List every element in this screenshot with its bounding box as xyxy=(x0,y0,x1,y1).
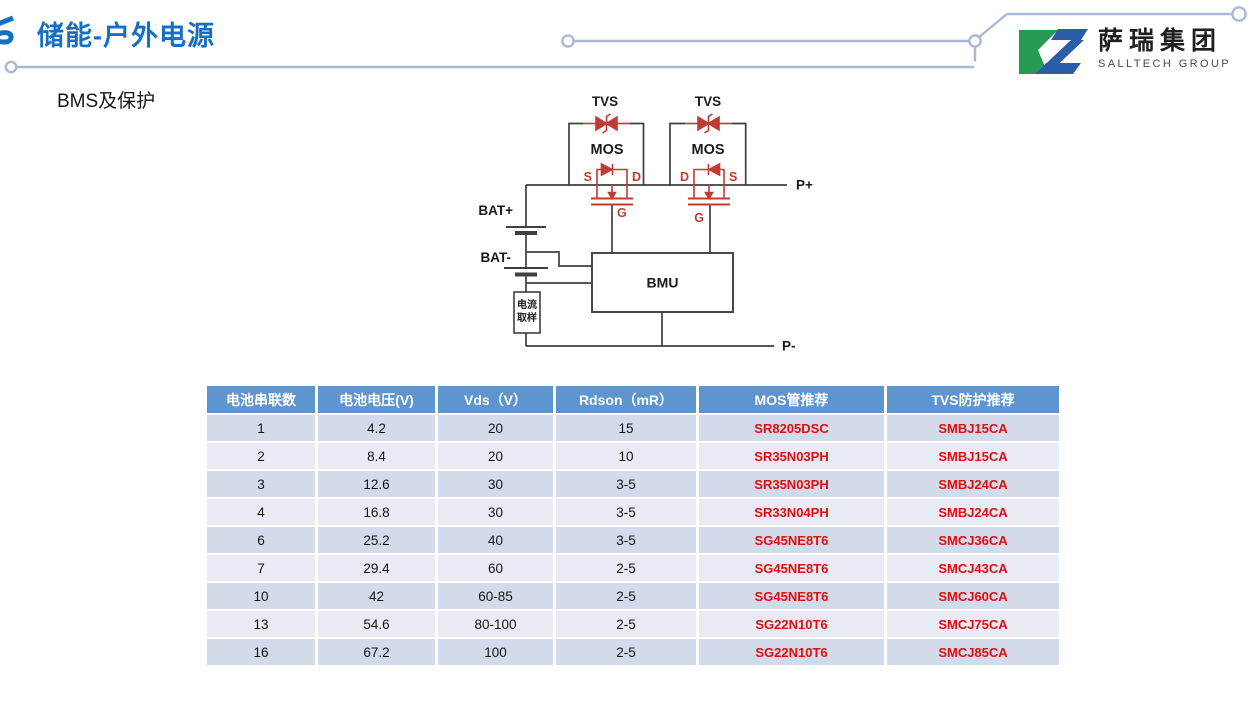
table-cell: SG45NE8T6 xyxy=(699,527,884,553)
mos-label-left: MOS xyxy=(590,142,623,158)
table-cell: 40 xyxy=(438,527,553,553)
mos-label-right: MOS xyxy=(691,142,724,158)
table-cell: 2-5 xyxy=(556,611,696,637)
mos-left-d-label: D xyxy=(632,170,641,184)
table-cell: 3 xyxy=(207,471,315,497)
mos-left-g-label: G xyxy=(617,206,627,220)
cropped-glyph-icon xyxy=(0,15,14,45)
table-cell: SR33N04PH xyxy=(699,499,884,525)
table-cell: 16 xyxy=(207,639,315,665)
table-cell: 1 xyxy=(207,415,315,441)
logo-mark-icon xyxy=(1019,29,1088,74)
table-header-cell: Rdson（mR） xyxy=(556,386,696,413)
table-cell: SR35N03PH xyxy=(699,471,884,497)
table-cell: 3-5 xyxy=(556,471,696,497)
table-cell: SMCJ60CA xyxy=(887,583,1059,609)
current-sample-label-2: 取样 xyxy=(517,311,537,324)
table-cell: SMCJ36CA xyxy=(887,527,1059,553)
table-cell: 3-5 xyxy=(556,527,696,553)
logo-name-cn: 萨瑞集团 xyxy=(1098,27,1223,55)
table-cell: 42 xyxy=(318,583,435,609)
company-logo: 萨瑞集团 SALLTECH GROUP xyxy=(1014,24,1231,80)
table-cell: 7 xyxy=(207,555,315,581)
bmu-label: BMU xyxy=(647,275,679,291)
table-cell: 10 xyxy=(556,443,696,469)
p-minus-label: P- xyxy=(782,339,796,354)
section-subtitle: BMS及保护 xyxy=(57,91,156,112)
table-cell: 13 xyxy=(207,611,315,637)
table-cell: 67.2 xyxy=(318,639,435,665)
table-cell: SMBJ15CA xyxy=(887,443,1059,469)
table-header-cell: 电池电压(V) xyxy=(318,386,435,413)
table-header-cell: 电池串联数 xyxy=(207,386,315,413)
current-sample-label-1: 电流 xyxy=(517,298,537,311)
page-title: 储能-户外电源 xyxy=(37,21,215,51)
table-cell: 30 xyxy=(438,471,553,497)
table-cell: SG45NE8T6 xyxy=(699,583,884,609)
table-cell: SMCJ43CA xyxy=(887,555,1059,581)
logo-text: 萨瑞集团 SALLTECH GROUP xyxy=(1098,24,1232,70)
table-cell: 6 xyxy=(207,527,315,553)
table-cell: 20 xyxy=(438,415,553,441)
mos-right-s-label: S xyxy=(729,170,737,184)
table-cell: SMBJ15CA xyxy=(887,415,1059,441)
tvs-label-left: TVS xyxy=(592,94,618,109)
table-cell: 2-5 xyxy=(556,639,696,665)
table-cell: 2-5 xyxy=(556,583,696,609)
table-cell: 60-85 xyxy=(438,583,553,609)
table-cell: SR8205DSC xyxy=(699,415,884,441)
table-cell: SMBJ24CA xyxy=(887,499,1059,525)
table-cell: 30 xyxy=(438,499,553,525)
table-cell: 15 xyxy=(556,415,696,441)
mos-right-d-label: D xyxy=(680,170,689,184)
table-cell: 29.4 xyxy=(318,555,435,581)
table-cell: SG22N10T6 xyxy=(699,611,884,637)
table-cell: 10 xyxy=(207,583,315,609)
mos-left-s-label: S xyxy=(584,170,592,184)
table-cell: 2-5 xyxy=(556,555,696,581)
table-header-cell: Vds（V） xyxy=(438,386,553,413)
table-cell: 100 xyxy=(438,639,553,665)
table-cell: 3-5 xyxy=(556,499,696,525)
table-cell: 2 xyxy=(207,443,315,469)
tvs-label-right: TVS xyxy=(695,94,721,109)
table-cell: 4.2 xyxy=(318,415,435,441)
p-plus-label: P+ xyxy=(796,178,813,193)
table-cell: 25.2 xyxy=(318,527,435,553)
table-cell: SG45NE8T6 xyxy=(699,555,884,581)
table-cell: 16.8 xyxy=(318,499,435,525)
bat-minus-label: BAT- xyxy=(481,250,512,265)
table-cell: SMBJ24CA xyxy=(887,471,1059,497)
table-cell: 60 xyxy=(438,555,553,581)
table-cell: SR35N03PH xyxy=(699,443,884,469)
table-cell: 20 xyxy=(438,443,553,469)
table-cell: 54.6 xyxy=(318,611,435,637)
table-cell: SMCJ75CA xyxy=(887,611,1059,637)
bat-plus-label: BAT+ xyxy=(478,203,513,218)
table-cell: 4 xyxy=(207,499,315,525)
table-cell: 8.4 xyxy=(318,443,435,469)
table-header-cell: MOS管推荐 xyxy=(699,386,884,413)
bms-circuit-diagram: TVS TVS MOS MOS BMU BAT+ BAT- P+ P- 电流 取… xyxy=(478,94,813,354)
logo-name-en: SALLTECH GROUP xyxy=(1098,57,1232,70)
table-cell: 80-100 xyxy=(438,611,553,637)
table-cell: 12.6 xyxy=(318,471,435,497)
table-cell: SMCJ85CA xyxy=(887,639,1059,665)
table-header-cell: TVS防护推荐 xyxy=(887,386,1059,413)
table-cell: SG22N10T6 xyxy=(699,639,884,665)
mos-right-g-label: G xyxy=(694,211,704,225)
